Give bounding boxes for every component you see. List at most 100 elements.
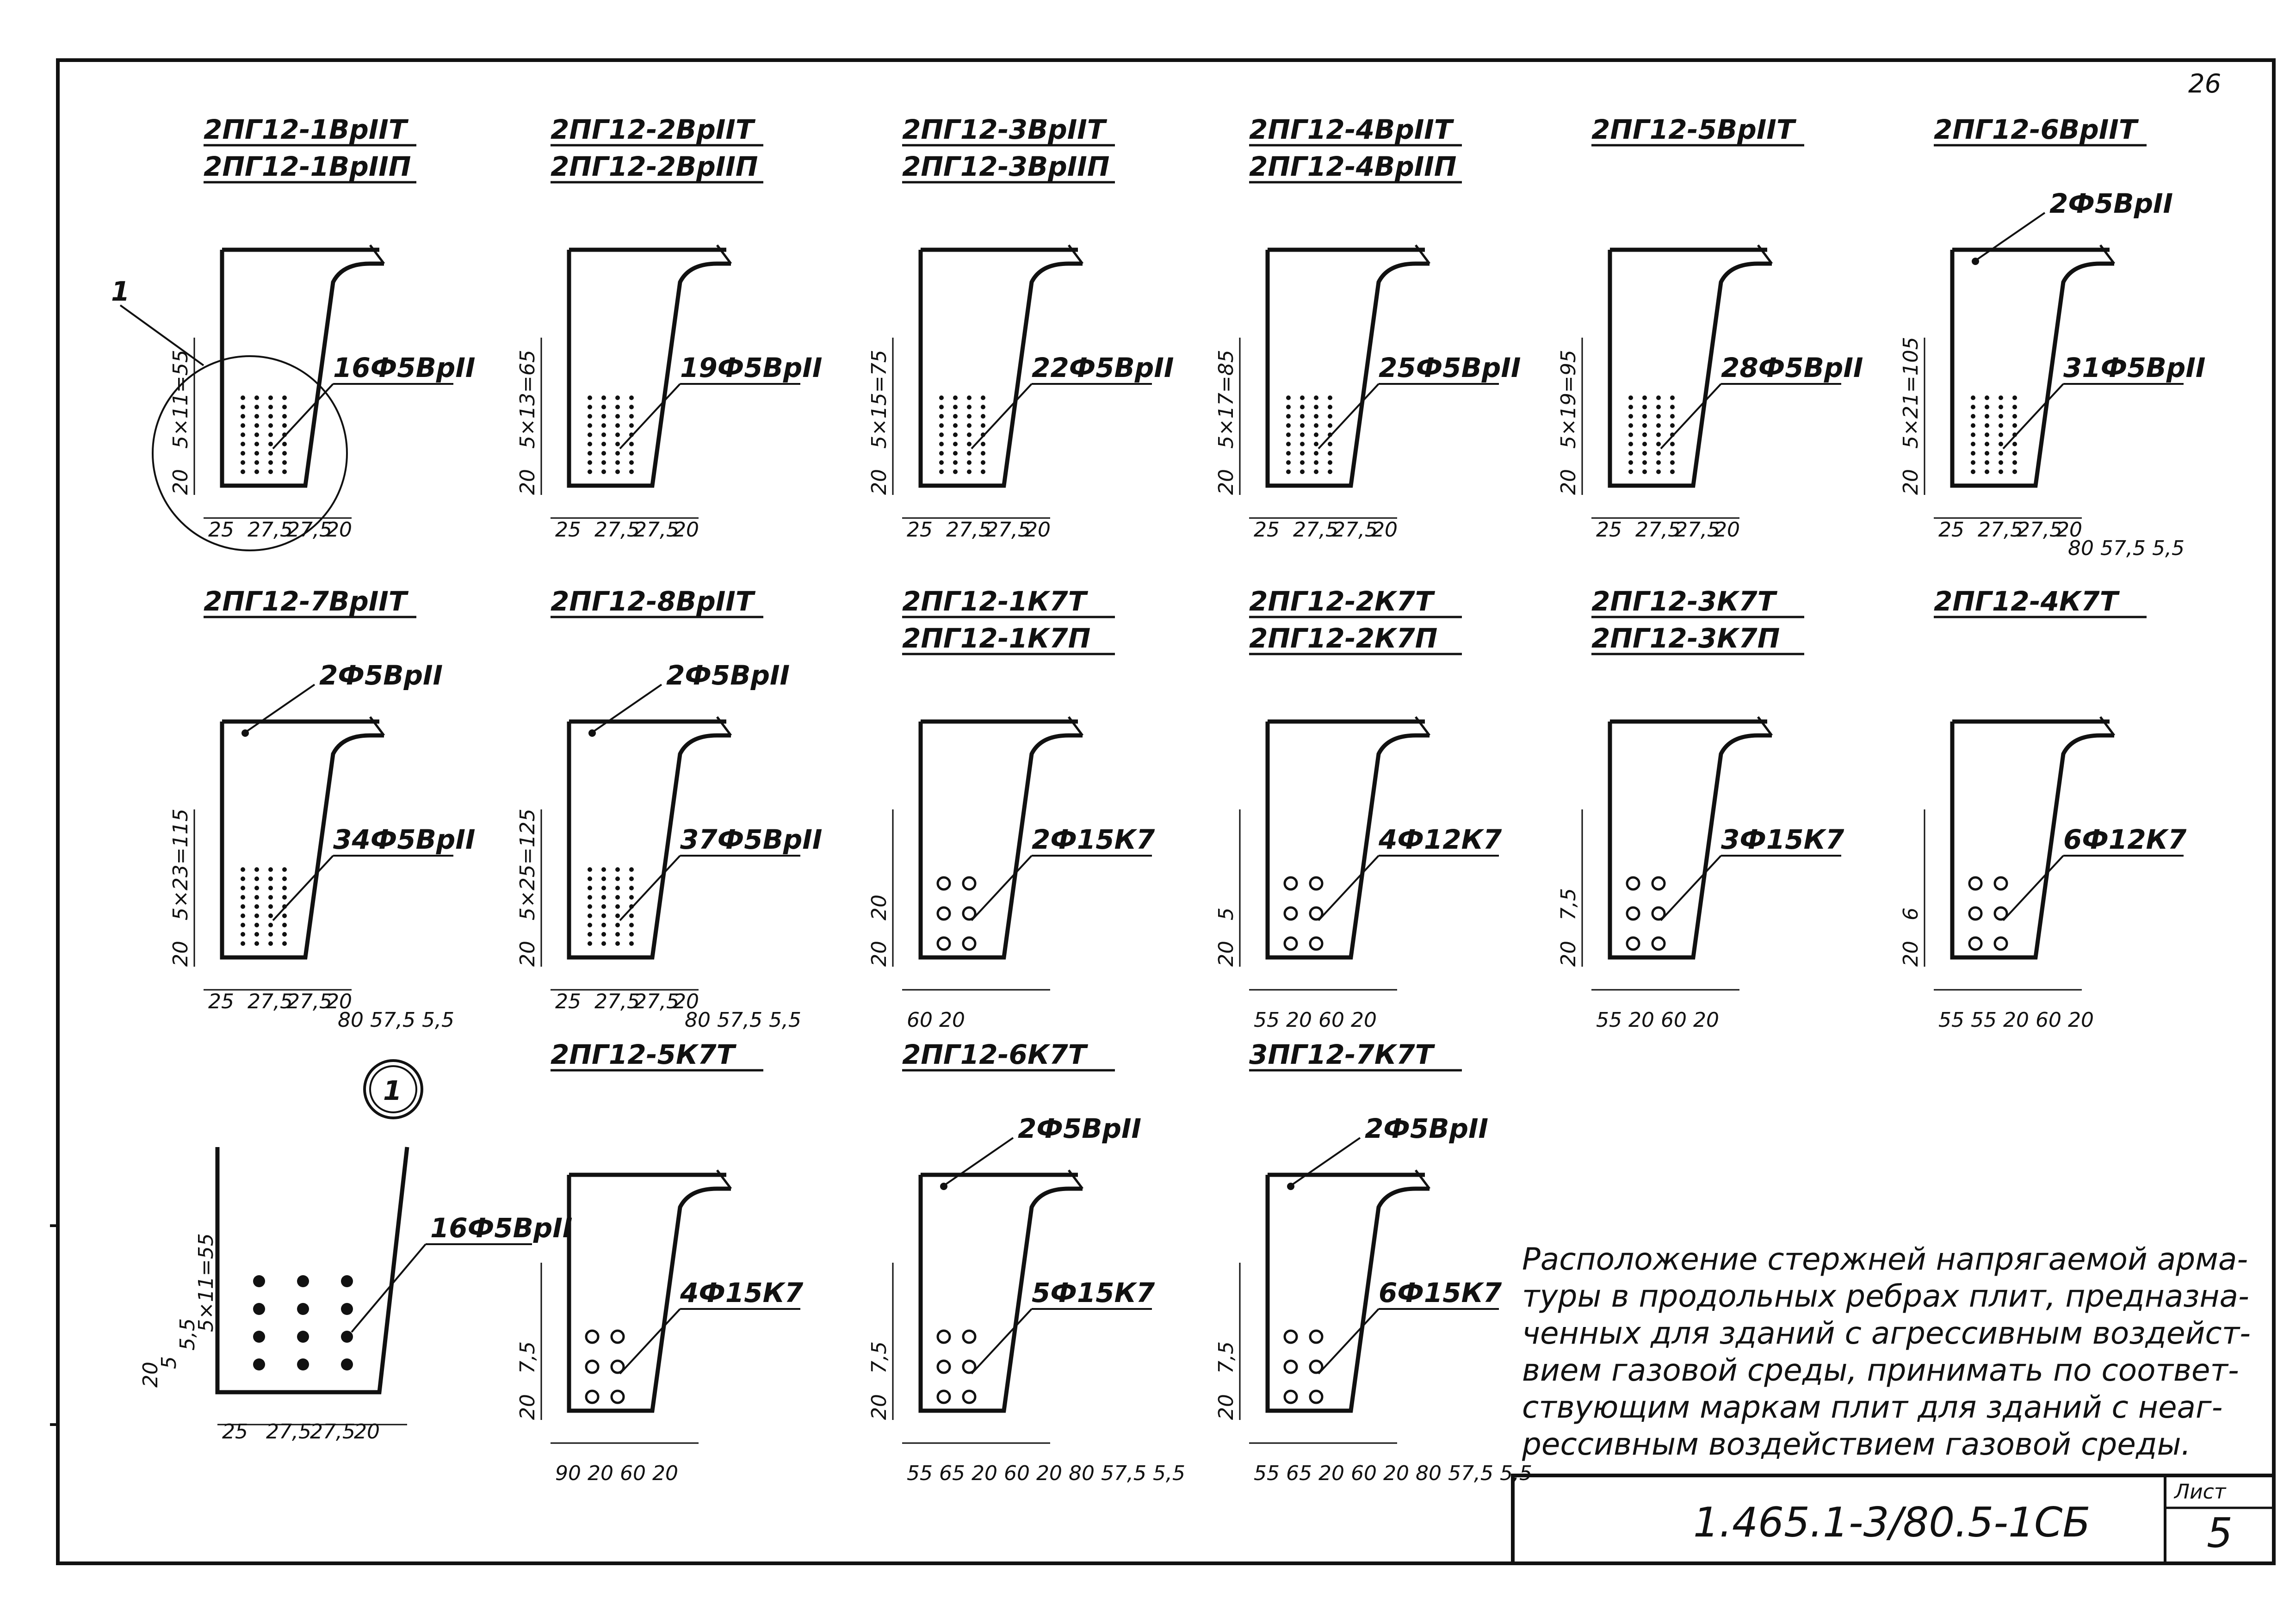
dimension-text: 20 [1036, 1462, 1062, 1485]
dimension-text: 20 [169, 941, 192, 967]
wire-bar [1656, 405, 1661, 409]
wire-bar [1286, 442, 1291, 446]
wire-bar [1999, 405, 2003, 409]
wire-bar [588, 469, 592, 474]
bar-label: 34Ф5ВрII [333, 824, 475, 855]
top-bar-label: 2Ф5ВрII [2049, 188, 2173, 219]
wire-bar [1999, 442, 2003, 446]
sections-layer: 2ПГ12-1ВрIIТ2ПГ12-1ВрIIП116Ф5ВрII205×11=… [111, 114, 2205, 1485]
wire-bar [629, 405, 634, 409]
rib-outline [918, 1175, 1083, 1413]
dimension-text: 27,5 [248, 990, 293, 1013]
wire-bar [1985, 442, 1989, 446]
strand-bar [610, 1389, 625, 1404]
wire-bar [601, 913, 606, 918]
dimension-text: 25 [1596, 518, 1622, 542]
wire-bar [967, 442, 972, 446]
wire-bar [1670, 460, 1675, 465]
wire-bar [2012, 442, 2017, 446]
dimension-text: 20 [1372, 518, 1398, 542]
dimension-text: 25 [1938, 518, 1964, 542]
dimension-text: 20 [673, 990, 699, 1013]
wire-bar [268, 923, 273, 927]
strand-bar [1651, 876, 1666, 891]
bar-label: 6Ф12К7 [2063, 824, 2187, 855]
wire-bar [268, 932, 273, 937]
wire-bar [254, 913, 259, 918]
wire-bar [1999, 423, 2003, 428]
wire-bar [601, 414, 606, 419]
bar-leader [619, 383, 681, 450]
note-line: рессивным воздействием газовой среды. [1522, 1426, 2191, 1462]
section-title: 2ПГ12-4ВрIIП [1249, 151, 1456, 182]
wire-bar [588, 405, 592, 409]
wire-bar [1656, 460, 1661, 465]
wire-bar [588, 895, 592, 900]
section-title: 2ПГ12-4К7Т [1934, 586, 2120, 617]
bar-leader [2002, 855, 2064, 921]
wire-bar [268, 414, 273, 419]
dimension-text: 20 [1714, 518, 1740, 542]
wire-bar [939, 414, 944, 419]
wire-bar [981, 451, 985, 456]
section-title: 2ПГ12-1К7П [902, 623, 1090, 654]
wire-bar [282, 886, 287, 890]
wire-bar [1328, 405, 1332, 409]
wire-bar [1328, 451, 1332, 456]
wire-bar [601, 895, 606, 900]
wire-bar [615, 895, 620, 900]
strand-bar [1283, 1389, 1298, 1404]
wire-bar [241, 442, 245, 446]
wire-bar [953, 395, 958, 400]
dimension-text: 5 5,5 [402, 1008, 454, 1032]
wire-bar [1999, 460, 2003, 465]
wire-bar [1628, 451, 1633, 456]
note-line: ствующим маркам плит для зданий с неаг- [1522, 1389, 2223, 1425]
wire-bar [981, 395, 985, 400]
rib-outline [220, 250, 384, 488]
wire-bar [254, 414, 259, 419]
strand-bar [936, 1329, 951, 1344]
section-title: 2ПГ12-4ВрIIТ [1249, 114, 1454, 145]
strand-bar [585, 1389, 600, 1404]
wire-bar [939, 442, 944, 446]
wire-bar [1971, 451, 1975, 456]
section-title: 2ПГ12-2К7Т [1249, 586, 1436, 617]
detail-dimension-text: 20 [139, 1362, 162, 1388]
wire-bar [629, 414, 634, 419]
detail-wire-bar [341, 1358, 353, 1370]
wire-bar [254, 886, 259, 890]
wire-bar [1300, 460, 1305, 465]
wire-bar [1656, 395, 1661, 400]
wire-bar [1985, 460, 1989, 465]
detail-dimension-text: 5 [157, 1356, 181, 1369]
dimension-text: 5 5,5 [1480, 1462, 1532, 1485]
break-mark [716, 1169, 732, 1190]
wire-bar [268, 867, 273, 872]
wire-bar [268, 395, 273, 400]
wire-bar [615, 876, 620, 881]
wire-bar [939, 423, 944, 428]
dimension-text: 25 [555, 990, 581, 1013]
detail-dimension-text: 27,5 [310, 1420, 355, 1444]
dimension-text: 60 [1351, 1462, 1377, 1485]
wire-bar [1300, 414, 1305, 419]
dimension-text: 80 [1416, 1462, 1442, 1485]
bar-label: 4Ф12К7 [1378, 824, 1502, 855]
dimension-text: 20 [867, 895, 891, 920]
wire-bar [1656, 442, 1661, 446]
wire-bar [981, 405, 985, 409]
wire-bar [254, 469, 259, 474]
strand-bar [936, 1389, 951, 1404]
wire-bar [268, 451, 273, 456]
wire-bar [981, 442, 985, 446]
wire-bar [1328, 414, 1332, 419]
wire-bar [282, 469, 287, 474]
dimension-text: 57,5 [1448, 1462, 1493, 1485]
wire-bar [615, 923, 620, 927]
strand-bar [936, 1359, 951, 1374]
dimension-text: 20 [588, 1462, 613, 1485]
